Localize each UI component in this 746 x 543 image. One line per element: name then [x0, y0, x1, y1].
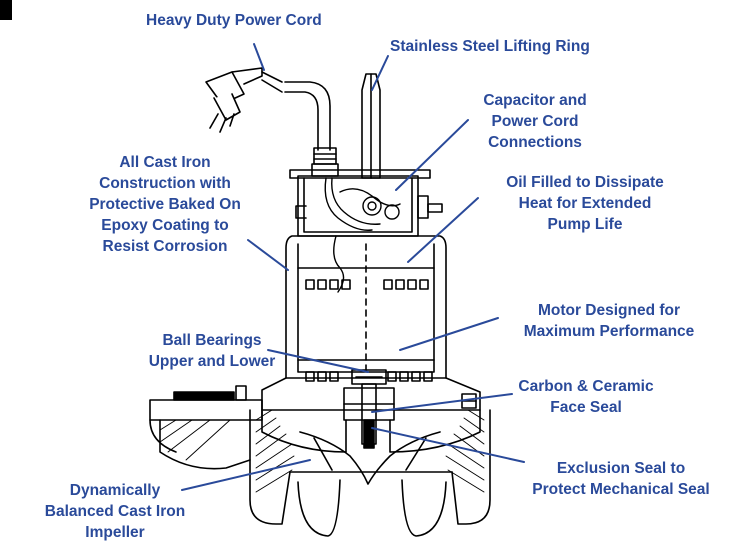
callout-cast-iron-line: Epoxy Coating to: [101, 217, 229, 234]
callout-lifting-ring: Stainless Steel Lifting Ring: [390, 36, 590, 57]
callout-ball-bearings: Ball Bearings Upper and Lower: [130, 330, 294, 372]
discharge-flange: [149, 385, 263, 470]
callout-impeller-line: Dynamically: [69, 482, 161, 499]
callout-face-seal-line: Carbon & Ceramic: [518, 378, 654, 395]
callout-cast-iron-line: Protective Baked On: [89, 196, 241, 213]
callout-oil-filled-line: Oil Filled to Dissipate: [506, 174, 664, 191]
callout-power-cord: Heavy Duty Power Cord: [146, 10, 322, 31]
leader-exclusion-seal: [371, 427, 525, 463]
leader-lifting-ring: [371, 55, 389, 91]
callout-oil-filled-line: Pump Life: [547, 216, 623, 233]
callout-capacitor-line: Power Cord: [491, 113, 579, 130]
callout-cast-iron: All Cast Iron Construction with Protecti…: [60, 152, 270, 257]
callout-ball-bearings-line: Upper and Lower: [148, 353, 276, 370]
power-cord: [261, 71, 331, 151]
leader-power-cord: [253, 43, 265, 71]
callout-capacitor-line: Connections: [488, 134, 582, 151]
leader-capacitor: [395, 119, 469, 191]
bearing-shaft-assembly: [343, 369, 395, 449]
callout-capacitor-line: Capacitor and: [483, 92, 587, 109]
leader-impeller: [181, 459, 311, 491]
leader-cast-iron: [247, 239, 289, 271]
internal-wiring: [324, 177, 401, 293]
callout-ball-bearings-line: Ball Bearings: [162, 332, 262, 349]
callout-face-seal-line: Face Seal: [550, 399, 622, 416]
callout-exclusion-seal-line: Exclusion Seal to: [556, 460, 686, 477]
leader-ball-bearings: [267, 349, 369, 373]
callout-exclusion-seal-line: Protect Mechanical Seal: [532, 481, 710, 498]
callout-cast-iron-line: All Cast Iron: [119, 154, 211, 171]
leader-motor: [399, 317, 499, 351]
callout-impeller-line: Impeller: [85, 524, 145, 541]
leader-face-seal: [371, 393, 513, 413]
callout-motor-line: Maximum Performance: [523, 323, 695, 340]
callout-oil-filled-line: Heat for Extended: [518, 195, 652, 212]
leader-oil-filled: [407, 197, 479, 263]
callout-oil-filled: Oil Filled to Dissipate Heat for Extende…: [480, 172, 690, 235]
callout-power-cord-line: Heavy Duty Power Cord: [146, 12, 322, 29]
callout-motor-line: Motor Designed for: [537, 302, 681, 319]
callout-motor: Motor Designed for Maximum Performance: [494, 300, 724, 342]
cord-strain-relief: [311, 147, 339, 177]
lifting-ring: [361, 73, 381, 179]
callout-impeller: Dynamically Balanced Cast Iron Impeller: [20, 480, 210, 543]
callout-exclusion-seal: Exclusion Seal to Protect Mechanical Sea…: [506, 458, 736, 500]
callout-cast-iron-line: Construction with: [99, 175, 231, 192]
callout-cast-iron-line: Resist Corrosion: [102, 238, 228, 255]
callout-impeller-line: Balanced Cast Iron: [44, 503, 186, 520]
page-corner-tab: [0, 0, 12, 20]
power-plug: [205, 67, 263, 133]
callout-face-seal: Carbon & Ceramic Face Seal: [500, 376, 672, 418]
callout-lifting-ring-line: Stainless Steel Lifting Ring: [390, 38, 590, 55]
callout-capacitor: Capacitor and Power Cord Connections: [466, 90, 604, 153]
pump-volute: [249, 377, 491, 537]
top-housing: [289, 169, 443, 237]
